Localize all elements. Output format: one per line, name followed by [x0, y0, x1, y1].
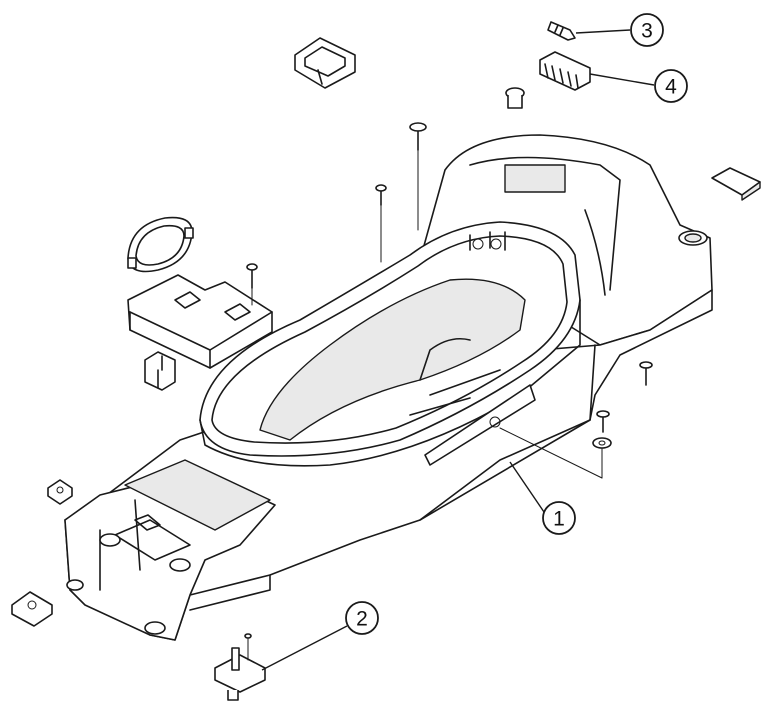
- leader-4: [589, 73, 655, 86]
- screw-top-2: [375, 184, 387, 263]
- tub-floor: [259, 278, 526, 441]
- callout-3-label: 3: [641, 20, 653, 43]
- fuse-clip: [144, 351, 176, 391]
- speed-nut-lower: [11, 591, 53, 627]
- bulb: [547, 21, 576, 41]
- seat-switch: [214, 633, 266, 701]
- tail-section: [419, 134, 713, 346]
- screw-right-2: [499, 410, 612, 479]
- rubber-cap: [294, 37, 356, 89]
- leader-3: [575, 29, 631, 34]
- reflector: [711, 167, 761, 201]
- oval-cover: [127, 216, 194, 273]
- leader-2: [261, 625, 348, 671]
- underseat-body: [64, 134, 713, 641]
- grommet: [505, 87, 525, 109]
- tail-slot: [504, 164, 566, 193]
- callout-1-label: 1: [553, 508, 565, 531]
- callout-1: 1: [542, 501, 576, 535]
- leader-1: [509, 461, 545, 513]
- front-storage-cavity: [124, 459, 271, 531]
- callout-4: 4: [654, 69, 688, 103]
- callout-2: 2: [345, 601, 379, 635]
- screw-right-1: [639, 361, 653, 386]
- screw-top-1: [409, 122, 427, 231]
- callout-4-label: 4: [665, 76, 677, 99]
- speed-nut-upper: [47, 479, 73, 505]
- callout-3: 3: [630, 13, 664, 47]
- side-tab: [424, 384, 536, 466]
- battery-lid: [127, 274, 273, 369]
- callout-2-label: 2: [356, 608, 368, 631]
- screw-lid: [246, 263, 258, 306]
- lamp-holder: [539, 51, 591, 91]
